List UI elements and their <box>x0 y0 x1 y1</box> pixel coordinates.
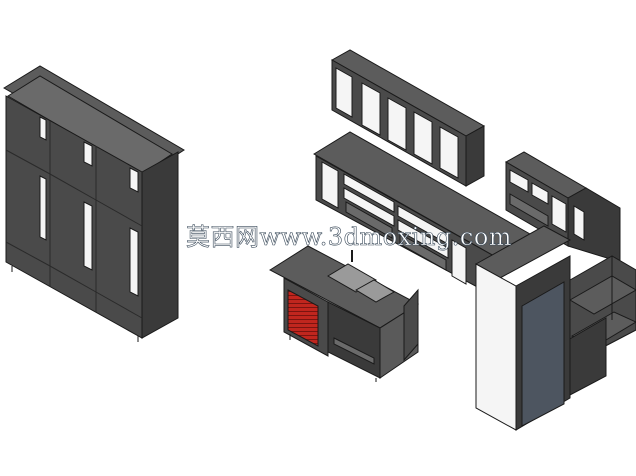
counter-run <box>313 131 531 297</box>
oven-tower <box>504 151 621 263</box>
wardrobe <box>3 65 185 342</box>
sink-icon <box>327 250 395 303</box>
upper-wall-cabinets <box>330 49 486 187</box>
tall-fridge-unit <box>474 225 572 431</box>
island-with-sink <box>269 245 419 382</box>
corner-shelving <box>567 255 636 397</box>
watermark-text: 莫西网www.3dmoxing.com <box>186 223 512 251</box>
